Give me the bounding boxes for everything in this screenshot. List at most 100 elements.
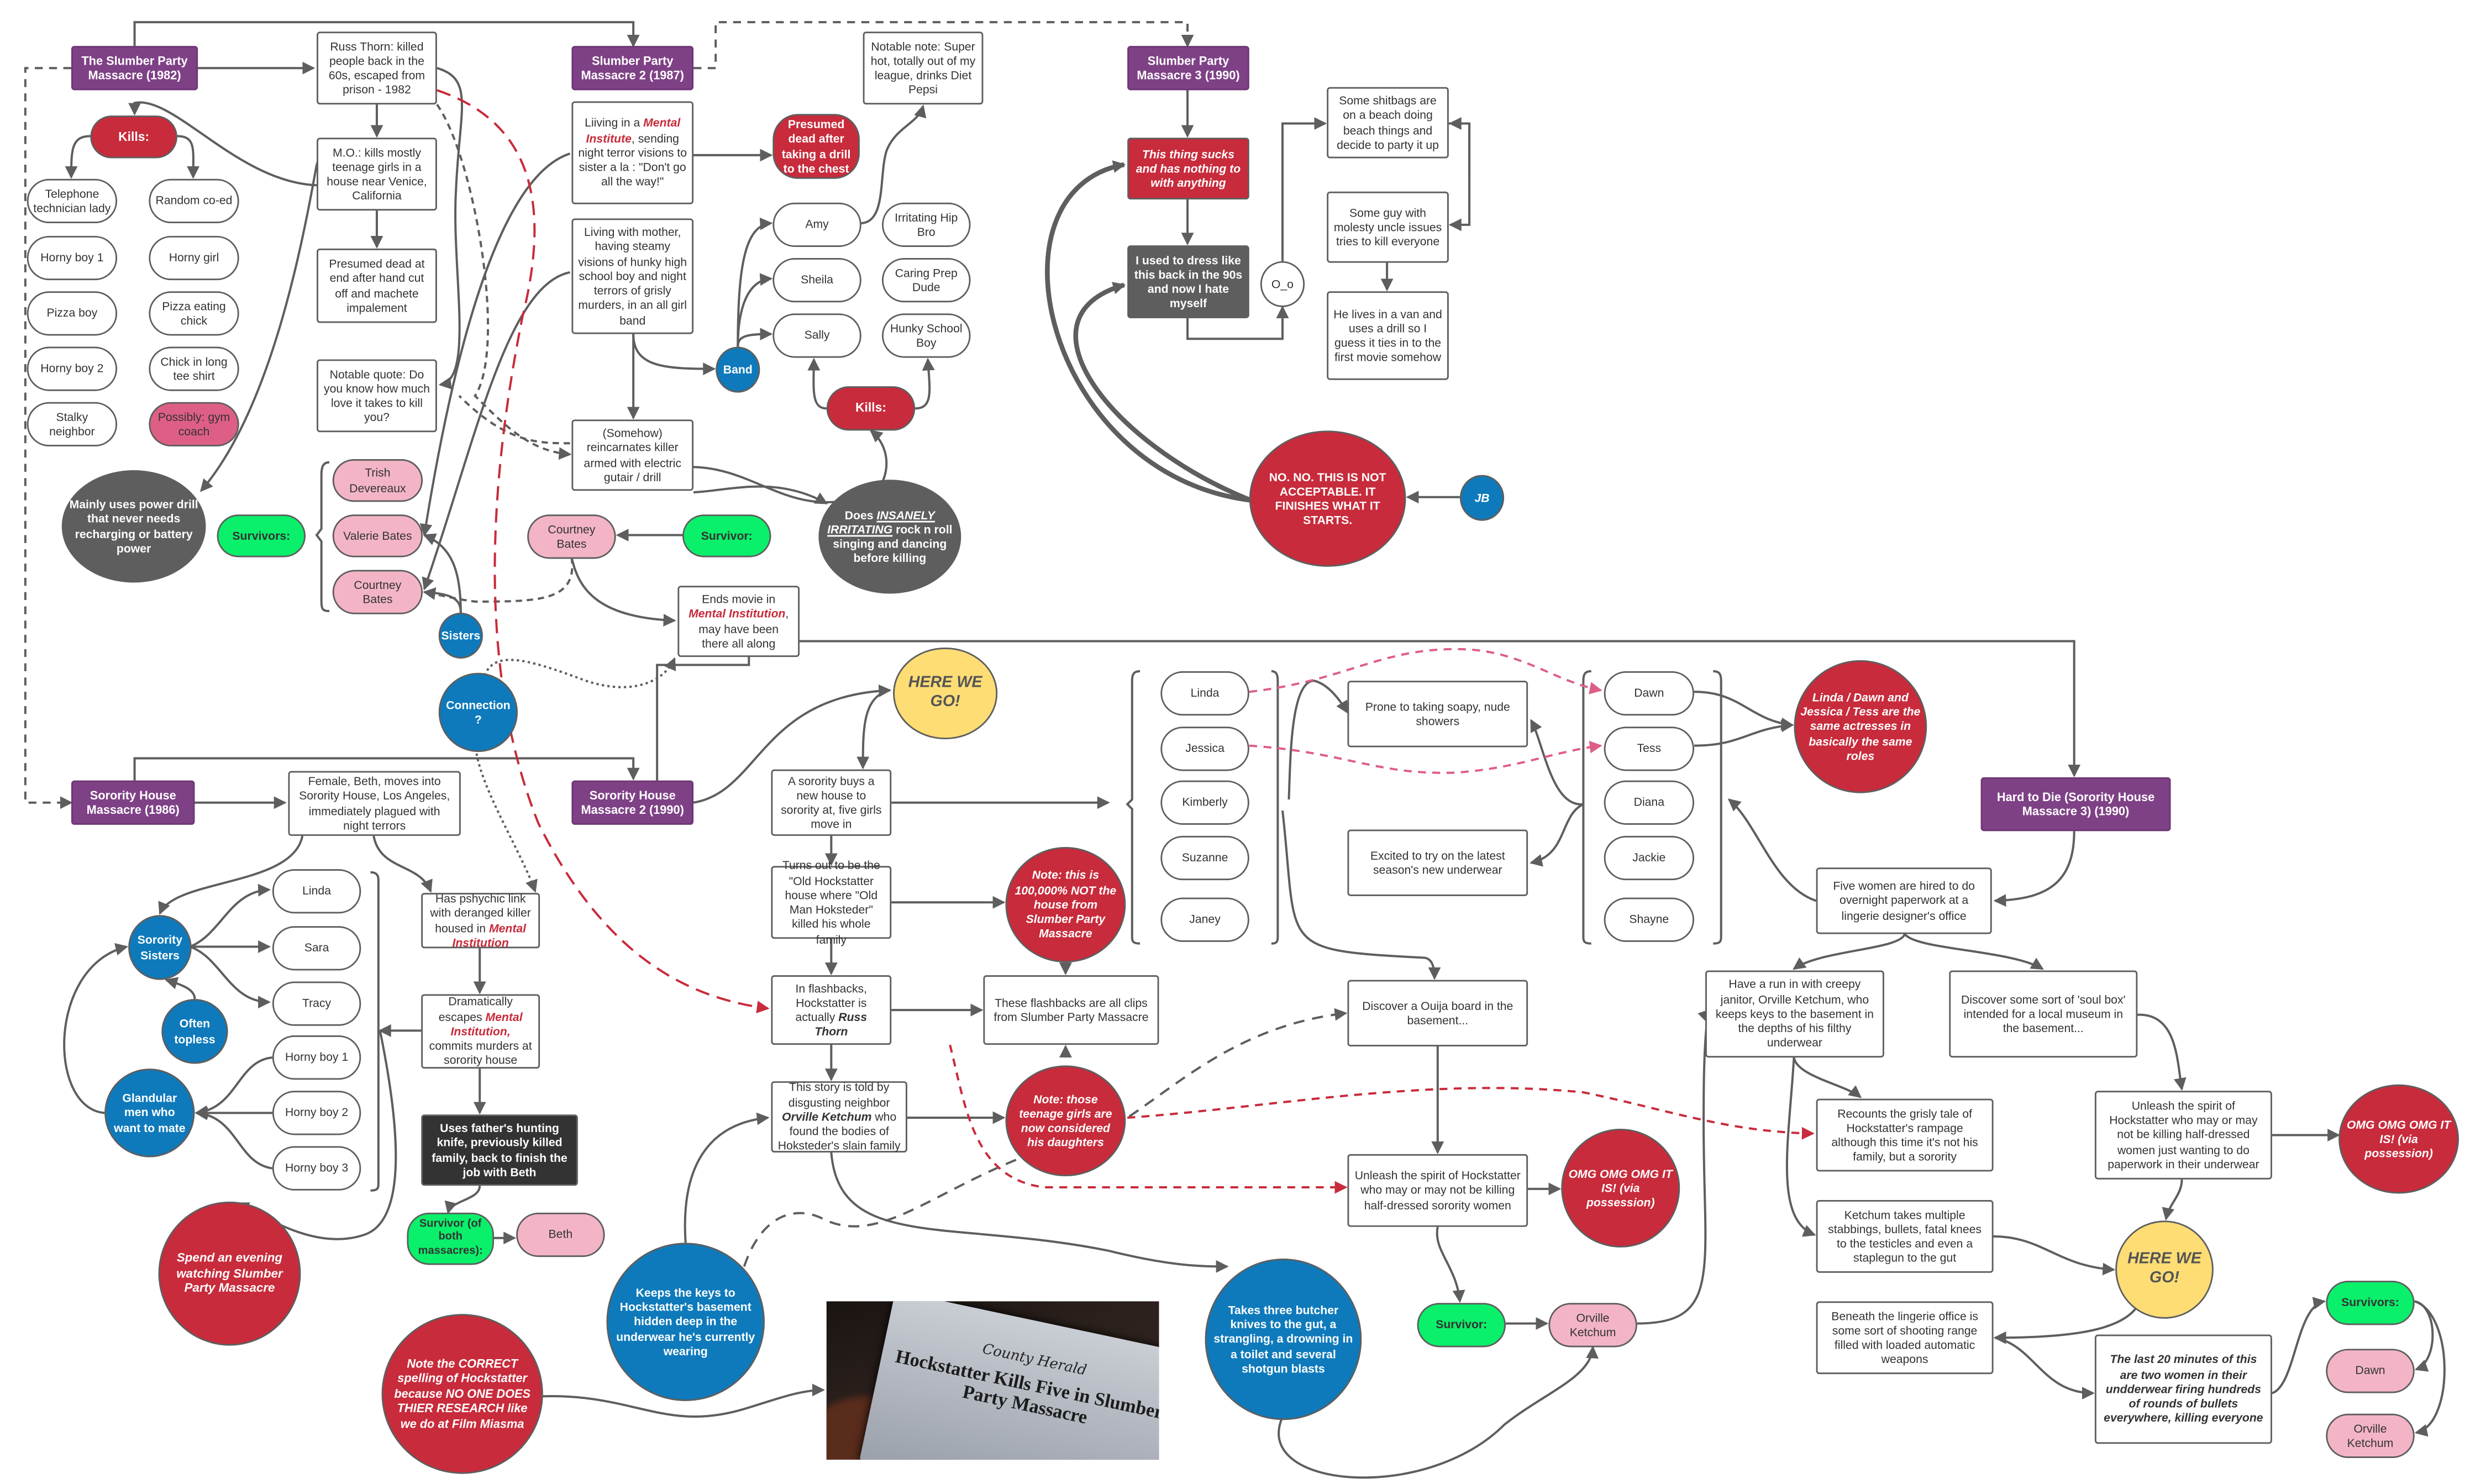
clips-node[interactable]: These flashbacks are all clips from Slum… bbox=[983, 975, 1159, 1045]
keys-circle[interactable]: Keeps the keys to Hockstatter's basement… bbox=[606, 1243, 765, 1401]
victim-node[interactable]: Caring Prep Dude bbox=[882, 258, 971, 303]
unleash-spirit-node[interactable]: Unleash the spirit of Hockstatter who ma… bbox=[1347, 1154, 1528, 1227]
boy-node[interactable]: Horny boy 3 bbox=[272, 1146, 361, 1191]
victim-node[interactable]: Irritating Hip Bro bbox=[882, 202, 971, 248]
sisters-circle[interactable]: Sisters bbox=[438, 612, 483, 659]
recounts-node[interactable]: Recounts the grisly tale of Hockstatter'… bbox=[1816, 1098, 1994, 1172]
band-member[interactable]: Amy bbox=[772, 202, 861, 248]
escapes-node[interactable]: Dramatically escapes Mental Institution,… bbox=[421, 994, 540, 1069]
here-we-go-circle-htd[interactable]: HERE WE GO! bbox=[2115, 1220, 2214, 1319]
victim-node[interactable]: Pizza eating chick bbox=[149, 291, 239, 336]
boy-node[interactable]: Horny boy 1 bbox=[272, 1035, 361, 1080]
ouija-node[interactable]: Discover a Ouija board in the basement..… bbox=[1347, 980, 1528, 1047]
daughters-circle[interactable]: Note: those teenage girls are now consid… bbox=[1005, 1065, 1126, 1176]
girl-node[interactable]: Janey bbox=[1160, 897, 1249, 942]
girl-node[interactable]: Dawn bbox=[1604, 671, 1694, 716]
sorority-sisters-circle[interactable]: Sorority Sisters bbox=[128, 915, 192, 980]
victim-node[interactable]: Telephone technician lady bbox=[27, 178, 118, 224]
unleash-spirit-htd-node[interactable]: Unleash the spirit of Hockstatter who ma… bbox=[2094, 1091, 2272, 1180]
victim-node[interactable]: Horny boy 1 bbox=[27, 235, 118, 281]
often-topless-circle[interactable]: Often topless bbox=[161, 999, 228, 1064]
omg-circle-htd[interactable]: OMG OMG OMG IT IS! (via possession) bbox=[2338, 1084, 2459, 1194]
sister-node[interactable]: Tracy bbox=[272, 981, 361, 1026]
band-member[interactable]: Sheila bbox=[772, 258, 861, 303]
survivor-node[interactable]: Trish Devereaux bbox=[332, 459, 423, 502]
survivors-label-htd[interactable]: Survivors: bbox=[2326, 1281, 2415, 1325]
ends-movie-node[interactable]: Ends movie in Mental Institution, may ha… bbox=[677, 586, 800, 657]
old-hockstatter-node[interactable]: Turns out to be the "Old Hockstatter hou… bbox=[771, 859, 892, 946]
survivor-node[interactable]: Courtney Bates bbox=[527, 514, 616, 559]
omg-circle[interactable]: OMG OMG OMG IT IS! (via possession) bbox=[1561, 1129, 1680, 1248]
this-thing-sucks-node[interactable]: This thing sucks and has nothing to with… bbox=[1127, 138, 1249, 200]
correct-spelling-circle[interactable]: Note the CORRECT spelling of Hockstatter… bbox=[381, 1314, 543, 1474]
underwear-node[interactable]: Excited to try on the latest season's ne… bbox=[1347, 829, 1528, 896]
story-told-node[interactable]: This story is told by disgusting neighbo… bbox=[771, 1080, 907, 1153]
movie-title-shm1[interactable]: Sorority House Massacre (1986) bbox=[71, 780, 195, 825]
survivor-label-shm1[interactable]: Survivor (of both massacres): bbox=[407, 1212, 495, 1265]
survivor-node[interactable]: Orville Ketchum bbox=[2326, 1413, 2415, 1459]
beach-node[interactable]: Some shitbags are on a beach doing beach… bbox=[1327, 87, 1449, 159]
victim-node[interactable]: Horny girl bbox=[149, 235, 239, 281]
connection-circle[interactable]: Connection ? bbox=[438, 672, 518, 752]
sorority-buys-node[interactable]: A sorority buys a new house to sorority … bbox=[771, 769, 892, 836]
spend-evening-circle[interactable]: Spend an evening watching Slumber Party … bbox=[158, 1201, 301, 1346]
movie-title-spm2[interactable]: Slumber Party Massacre 2 (1987) bbox=[571, 46, 694, 91]
movie-title-htd[interactable]: Hard to Die (Sorority House Massacre 3) … bbox=[1980, 777, 2171, 832]
ketchum-takes-node[interactable]: Ketchum takes multiple stabbings, bullet… bbox=[1816, 1199, 1994, 1273]
sister-node[interactable]: Sara bbox=[272, 926, 361, 971]
victim-node[interactable]: Hunky School Boy bbox=[882, 313, 971, 358]
girl-node[interactable]: Shayne bbox=[1604, 897, 1694, 942]
victim-node[interactable]: Horny boy 2 bbox=[27, 346, 118, 391]
not-acceptable-circle[interactable]: NO. NO. THIS IS NOT ACCEPTABLE. IT FINIS… bbox=[1249, 430, 1406, 567]
butcher-knives-circle[interactable]: Takes three butcher knives to the gut, a… bbox=[1205, 1258, 1362, 1420]
band-member[interactable]: Sally bbox=[772, 313, 861, 358]
girl-node[interactable]: Linda bbox=[1160, 671, 1249, 716]
psychic-link-node[interactable]: Has pshychic link with deranged killer h… bbox=[421, 891, 540, 950]
survivors-label-spm1[interactable]: Survivors: bbox=[217, 514, 306, 557]
jb-avatar[interactable]: JB bbox=[1459, 475, 1505, 521]
presumed-dead-drill-node[interactable]: Presumed dead after taking a drill to th… bbox=[772, 114, 860, 179]
flashbacks-node[interactable]: In flashbacks, Hockstatter is actually R… bbox=[771, 975, 892, 1045]
reincarnates-node[interactable]: (Somehow) reincarnates killer armed with… bbox=[571, 419, 694, 491]
sister-node[interactable]: Linda bbox=[272, 869, 361, 914]
kills-label-spm1[interactable]: Kills: bbox=[90, 115, 177, 159]
janitor-node[interactable]: Have a run in with creepy janitor, Orvil… bbox=[1705, 970, 1884, 1058]
girl-node[interactable]: Tess bbox=[1604, 727, 1694, 771]
survivor-node[interactable]: Orville Ketchum bbox=[1548, 1303, 1637, 1348]
not-the-house-circle[interactable]: Note: this is 100,000% NOT the house fro… bbox=[1005, 846, 1126, 963]
victim-node[interactable]: Random co-ed bbox=[149, 178, 239, 224]
showers-node[interactable]: Prone to taking soapy, nude showers bbox=[1347, 681, 1528, 748]
boy-node[interactable]: Horny boy 2 bbox=[272, 1091, 361, 1135]
soul-box-node[interactable]: Discover some sort of 'soul box' intende… bbox=[1949, 970, 2138, 1058]
victim-node[interactable]: Chick in long tee shirt bbox=[149, 346, 239, 391]
last-20-minutes-node[interactable]: The last 20 minutes of this are two wome… bbox=[2094, 1334, 2272, 1444]
same-actresses-circle[interactable]: Linda / Dawn and Jessica / Tess are the … bbox=[1794, 660, 1927, 793]
insanely-irritating-circle[interactable]: Does INSANELY IRRITATING rock n roll sin… bbox=[818, 480, 961, 594]
shooting-range-node[interactable]: Beneath the lingerie office is some sort… bbox=[1816, 1301, 1994, 1375]
notable-quote-node[interactable]: Notable quote: Do you know how much love… bbox=[317, 359, 437, 433]
victim-node[interactable]: Possibly: gym coach bbox=[149, 402, 239, 447]
kills-label-spm2[interactable]: Kills: bbox=[826, 386, 916, 431]
survivor-node[interactable]: Dawn bbox=[2326, 1349, 2415, 1393]
girl-node[interactable]: Kimberly bbox=[1160, 780, 1249, 825]
beth-moves-node[interactable]: Female, Beth, moves into Sorority House,… bbox=[288, 771, 461, 836]
survivor-label-spm2[interactable]: Survivor: bbox=[682, 514, 771, 557]
here-we-go-circle[interactable]: HERE WE GO! bbox=[893, 647, 998, 740]
drill-note-circle[interactable]: Mainly uses power drill that never needs… bbox=[61, 470, 206, 583]
girl-node[interactable]: Jackie bbox=[1604, 835, 1694, 881]
survivor-node[interactable]: Beth bbox=[516, 1212, 605, 1257]
o-o-face-circle[interactable]: O_o bbox=[1260, 261, 1305, 307]
movie-title-spm3[interactable]: Slumber Party Massacre 3 (1990) bbox=[1127, 46, 1249, 91]
used-to-dress-node[interactable]: I used to dress like this back in the 90… bbox=[1127, 245, 1249, 318]
notable-note-node[interactable]: Notable note: Super hot, totally out of … bbox=[863, 31, 984, 105]
victim-node[interactable]: Pizza boy bbox=[27, 291, 118, 336]
mental-institute-node[interactable]: Liiving in a Mental Institute, sending n… bbox=[571, 101, 694, 204]
glandular-men-circle[interactable]: Glandular men who want to mate bbox=[104, 1069, 195, 1157]
girl-node[interactable]: Diana bbox=[1604, 780, 1694, 825]
uncle-issues-node[interactable]: Some guy with molesty uncle issues tries… bbox=[1327, 191, 1449, 263]
russ-thorn-node[interactable]: Russ Thorn: killed people back in the 60… bbox=[317, 31, 437, 105]
survivor-node[interactable]: Valerie Bates bbox=[332, 514, 423, 557]
survivor-node[interactable]: Courtney Bates bbox=[332, 570, 423, 614]
mo-node[interactable]: M.O.: kills mostly teenage girls in a ho… bbox=[317, 138, 437, 211]
presumed-dead-node[interactable]: Presumed dead at end after hand cut off … bbox=[317, 248, 437, 323]
